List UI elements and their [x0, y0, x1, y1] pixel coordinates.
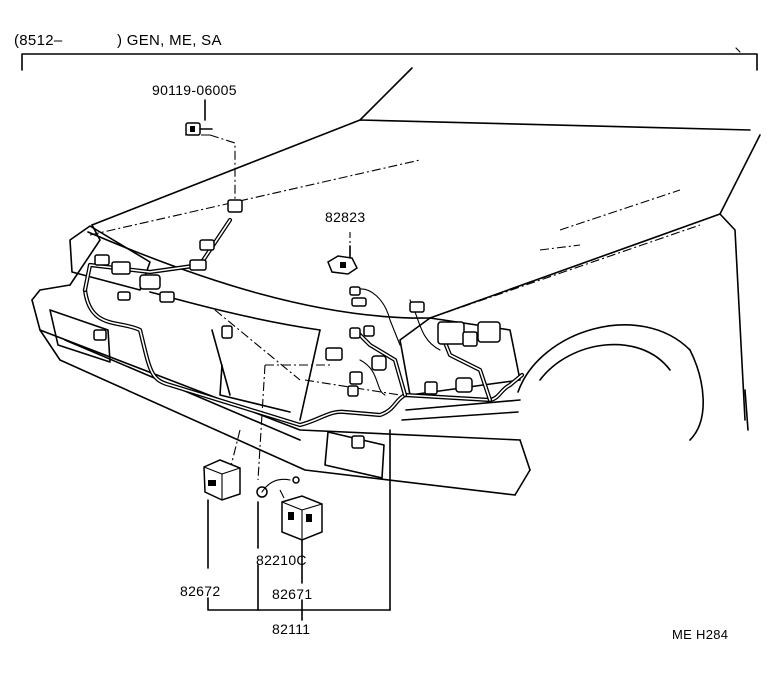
- label-82823: 82823: [325, 209, 366, 225]
- header-prefix: (8512–: [14, 32, 63, 49]
- reference-lines: [89, 134, 701, 501]
- connector-82823: [327, 245, 358, 275]
- label-90119-06005: 90119-06005: [152, 82, 237, 98]
- label-82672: 82672: [180, 583, 221, 599]
- label-82210c: 82210C: [256, 552, 307, 568]
- relay-82672: [203, 459, 241, 501]
- wire-harness: [82, 217, 525, 428]
- block-82671: [281, 495, 323, 541]
- header-bracket: [21, 47, 758, 71]
- connector-82210c: [256, 476, 300, 498]
- diagram-code: ME H284: [672, 627, 729, 642]
- label-82671: 82671: [272, 586, 313, 602]
- label-82111: 82111: [272, 621, 311, 637]
- leader-lines: [204, 99, 391, 621]
- header-suffix: ) GEN, ME, SA: [117, 32, 222, 49]
- bolt-part: [185, 122, 213, 136]
- harness-connectors: [93, 199, 501, 449]
